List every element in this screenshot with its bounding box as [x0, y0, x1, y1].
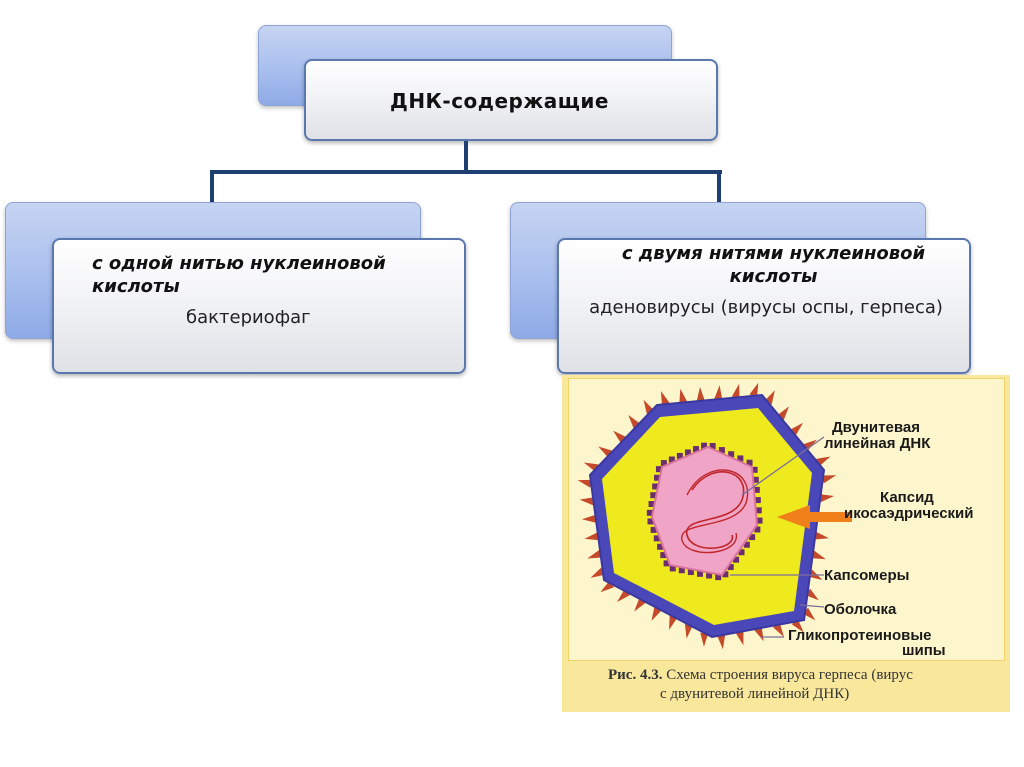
- linear-dna-strand-2: [681, 469, 749, 554]
- capsomere: [715, 574, 722, 581]
- leader-dna: [741, 436, 825, 496]
- herpes-virus-figure: Двунитевая линейная ДНК Капсид икосаэдри…: [562, 375, 1010, 712]
- label-capsomeres: Капсомеры: [824, 567, 909, 584]
- glycoprotein-spike: [590, 567, 605, 578]
- capsomere: [663, 560, 670, 567]
- capsomere: [756, 517, 763, 524]
- figure-caption: Рис. 4.3. Схема строения вируса герпеса …: [608, 666, 998, 704]
- linear-dna: [686, 471, 745, 549]
- capsomere: [684, 449, 691, 456]
- label-spikes-line1: Гликопротеиновые: [788, 627, 932, 644]
- glycoprotein-spike: [717, 634, 726, 650]
- capsomere: [751, 466, 758, 473]
- capsomere: [660, 460, 667, 467]
- glycoprotein-spike: [731, 383, 740, 399]
- glycoprotein-spike: [581, 514, 596, 523]
- capsomere: [655, 466, 662, 473]
- capsid-arrow: [777, 505, 852, 529]
- herpes-virus-schematic: Двунитевая линейная ДНК Капсид икосаэдри…: [577, 382, 974, 659]
- capsomere: [743, 541, 750, 548]
- connector-vertical-right: [717, 170, 721, 202]
- capsomere: [648, 501, 655, 508]
- connector-vertical-root: [464, 141, 468, 172]
- glycoprotein-spike: [754, 626, 764, 642]
- capsomere: [754, 497, 761, 504]
- glycoprotein-spike: [651, 606, 662, 621]
- capsomere: [753, 486, 760, 493]
- capsomere: [650, 492, 657, 499]
- capsomere: [722, 571, 729, 578]
- label-capsid-line1: Капсид: [880, 489, 934, 506]
- capsomere: [653, 535, 660, 542]
- right-node-heading: с двумя нитями нуклеиновой кислоты: [621, 243, 926, 287]
- capsomere: [647, 518, 654, 525]
- glycoprotein-spike: [679, 388, 688, 404]
- root-node: ДНК-содержащие: [304, 59, 718, 141]
- capsomere: [654, 474, 661, 481]
- glycoprotein-spike: [587, 549, 602, 559]
- glycoprotein-spike: [819, 494, 835, 503]
- capsomere: [657, 543, 664, 550]
- label-dna-line1: Двунитевая: [832, 419, 920, 436]
- root-node-title: ДНК-содержащие: [390, 89, 609, 113]
- label-envelope: Оболочка: [824, 601, 897, 618]
- capsomere: [669, 565, 676, 572]
- left-node-heading: с одной нитью нуклеиновой кислоты: [92, 253, 386, 297]
- capsomere: [752, 476, 759, 483]
- capsomere: [678, 567, 685, 574]
- connector-horizontal: [210, 170, 722, 174]
- capsomere: [650, 526, 657, 533]
- capsomere: [727, 564, 734, 571]
- capsomere: [718, 447, 725, 454]
- glycoprotein-spike: [811, 550, 826, 560]
- figure-caption-line2: с двунитевой линейной ДНК): [660, 686, 850, 702]
- connector-vertical-left: [210, 170, 214, 202]
- right-node: с двумя нитями нуклеиновой кислоты адено…: [557, 238, 971, 374]
- capsomere: [746, 459, 753, 466]
- glycoprotein-spike: [696, 386, 705, 402]
- capsomere: [737, 455, 744, 462]
- capsomere: [733, 556, 740, 563]
- capsomere: [738, 549, 745, 556]
- leader-envelope: [799, 604, 825, 608]
- glycoprotein-spike: [700, 632, 709, 647]
- capsomeres: [646, 442, 763, 581]
- label-capsid-line2: икосаэдрический: [844, 505, 974, 522]
- capsomere: [728, 451, 735, 458]
- glycoprotein-spike: [735, 630, 744, 646]
- glycoprotein-spike: [821, 475, 837, 484]
- capsomere: [749, 534, 756, 541]
- capsomere: [652, 483, 659, 490]
- glycoprotein-spike: [669, 615, 678, 630]
- right-node-example: аденовирусы (вирусы оспы, герпеса): [589, 297, 943, 318]
- label-dna-line2: линейная ДНК: [824, 435, 931, 452]
- capsomere: [676, 452, 683, 459]
- glycoprotein-spike: [584, 532, 599, 541]
- glycoprotein-spike: [814, 531, 830, 540]
- glycoprotein-spike: [660, 391, 670, 406]
- capsomere: [754, 526, 761, 533]
- glycoprotein-spike: [577, 479, 593, 488]
- capsomere: [709, 443, 716, 450]
- glycoprotein-spike: [579, 497, 594, 506]
- capsomere: [660, 552, 667, 559]
- left-node-example: бактериофаг: [186, 307, 311, 328]
- capsomere: [646, 509, 653, 516]
- glycoprotein-spike: [684, 624, 693, 639]
- figure-caption-line1: Схема строения вируса герпеса (вирус: [666, 667, 913, 683]
- capsomere: [755, 507, 762, 514]
- capsomere: [687, 569, 694, 576]
- icosahedral-capsid: [650, 445, 759, 577]
- glycoprotein-spike: [773, 622, 784, 637]
- glycoprotein-spike: [749, 382, 759, 398]
- glycoprotein-spike: [714, 385, 723, 400]
- capsomere: [706, 572, 713, 579]
- figure-caption-prefix: Рис. 4.3.: [608, 667, 663, 683]
- capsomere: [696, 570, 703, 577]
- capsomere: [692, 446, 699, 453]
- capsomere: [668, 456, 675, 463]
- left-node: с одной нитью нуклеиновой кислоты бактер…: [52, 238, 466, 374]
- capsomere: [701, 442, 708, 449]
- label-spikes-line2: шипы: [902, 642, 946, 659]
